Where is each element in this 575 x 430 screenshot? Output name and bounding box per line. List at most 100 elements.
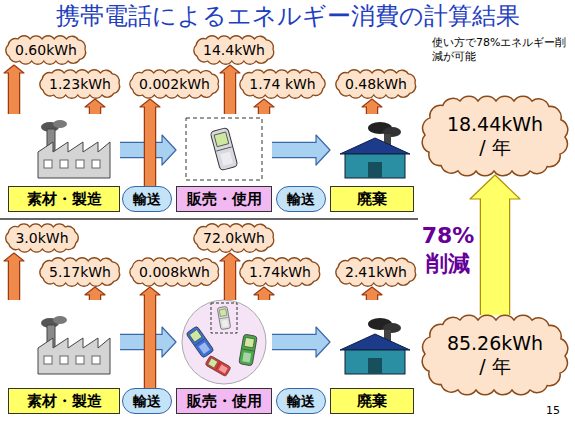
stage-name: 販売・使用 (187, 392, 262, 410)
energy-value: 0.60kWh (15, 42, 77, 59)
arrow-head (316, 327, 330, 357)
flow-arrow (140, 99, 160, 186)
energy-value: 18.44kWh / 年 (443, 113, 547, 159)
flow-arrow (220, 65, 240, 114)
stage-box: 素材・製造 (8, 300, 120, 414)
energy-cloud: 0.002kWh (126, 68, 223, 100)
phone-icon (239, 334, 258, 366)
cloud-outline (336, 70, 416, 99)
flow-arrow (254, 287, 274, 300)
cloud-outline (194, 36, 274, 65)
phone-icon (210, 127, 238, 170)
flow-arrow (85, 99, 105, 114)
stage-label-box: 素材・製造 (8, 186, 120, 212)
arrow-body (259, 106, 269, 115)
stage-name: 素材・製造 (27, 392, 102, 410)
energy-value: 0.48kWh (345, 76, 407, 93)
flow-arrow (362, 99, 382, 114)
page-number: 15 (546, 404, 570, 418)
energy-cloud: 3.0kWh (2, 222, 82, 254)
disposal-icon (340, 318, 410, 374)
energy-cloud: 0.008kWh (126, 256, 223, 288)
stage-box: 販売・使用 (176, 300, 272, 414)
arrow-body (9, 260, 19, 301)
energy-value: 14.4kWh (203, 42, 265, 59)
flow-arrow (140, 287, 160, 388)
energy-value: 0.008kWh (139, 264, 210, 281)
cloud-outline (130, 258, 219, 286)
energy-value: 1.74 kWh (249, 76, 315, 93)
cloud-outline (6, 36, 86, 65)
energy-cloud: 5.17kWh (36, 256, 124, 288)
energy-cloud: 1.23kWh (36, 68, 124, 100)
cloud-outline (240, 70, 325, 98)
arrow-body (367, 106, 377, 115)
stage-label-box: 廃棄 (330, 388, 414, 414)
arrow-body (145, 294, 155, 389)
energy-value: 1.74kWh (249, 264, 311, 281)
flow-arrow (220, 253, 240, 300)
arrow-body (120, 143, 164, 157)
energy-cloud: 1.74kWh (236, 256, 324, 288)
cloud-outline (422, 315, 568, 395)
cloud-outline (422, 96, 568, 176)
stage-name: 輸送 (287, 191, 315, 208)
cloud-outline (130, 70, 219, 98)
note-text: 使い方で78%エネルギー削減が可能 (432, 36, 568, 64)
arrow-body (90, 293, 100, 300)
stage-box: 廃棄 (330, 114, 414, 212)
flow-arrow (85, 287, 105, 300)
arrow-body (259, 293, 269, 300)
arrow-body (481, 198, 509, 316)
stage-name: 廃棄 (357, 392, 387, 410)
stage-name: 素材・製造 (27, 190, 102, 208)
arrow-body (120, 335, 164, 349)
arrow-body (90, 106, 100, 115)
energy-value: 3.0kWh (15, 230, 68, 247)
flow-arrow (470, 175, 520, 315)
flow-arrow (272, 327, 330, 357)
stage-label-box: 販売・使用 (176, 388, 272, 414)
stage-label-box: 廃棄 (330, 186, 414, 212)
disposal-icon (340, 122, 410, 178)
stage-name: 輸送 (133, 393, 161, 410)
total-cloud: 18.44kWh / 年 (420, 96, 570, 176)
energy-value: 5.17kWh (49, 264, 111, 281)
stage-name: 輸送 (287, 393, 315, 410)
arrow-body (9, 72, 19, 115)
cloud-outline (6, 224, 79, 252)
cloud-outline (40, 70, 120, 99)
flow-arrow (362, 287, 382, 300)
arrow-head (470, 175, 520, 199)
factory-icon (38, 316, 110, 374)
stage-box: 廃棄 (330, 300, 414, 414)
phone-icon (217, 306, 231, 329)
arrow-head (162, 327, 176, 357)
energy-cloud: 14.4kWh (190, 34, 278, 66)
stage-name: 廃棄 (357, 190, 387, 208)
flow-arrow (4, 253, 24, 300)
energy-value: 0.002kWh (139, 76, 210, 93)
energy-value: 2.41kWh (345, 264, 407, 281)
cloud-outline (336, 258, 416, 287)
arrow-body (145, 106, 155, 187)
arrow-body (225, 72, 235, 115)
energy-cloud: 1.74 kWh (236, 68, 329, 100)
flow-arrow (254, 99, 274, 114)
energy-value: 72.0kWh (203, 230, 265, 247)
energy-cloud: 2.41kWh (332, 256, 420, 288)
cloud-outline (240, 258, 320, 287)
arrow-head (316, 135, 330, 165)
phones-circle (182, 300, 266, 384)
energy-value: 1.23kWh (49, 76, 111, 93)
total-cloud: 85.26kWh / 年 (420, 315, 570, 395)
arrow-body (272, 335, 318, 349)
cloud-outline (194, 224, 274, 253)
stage-label-box: 販売・使用 (176, 186, 272, 212)
energy-cloud: 72.0kWh (190, 222, 278, 254)
transport-box: 輸送 (122, 186, 172, 212)
arrow-body (367, 293, 377, 300)
arrow-head (162, 135, 176, 165)
reduction-label: 78% 削減 (418, 222, 478, 277)
transport-box: 輸送 (122, 388, 172, 414)
